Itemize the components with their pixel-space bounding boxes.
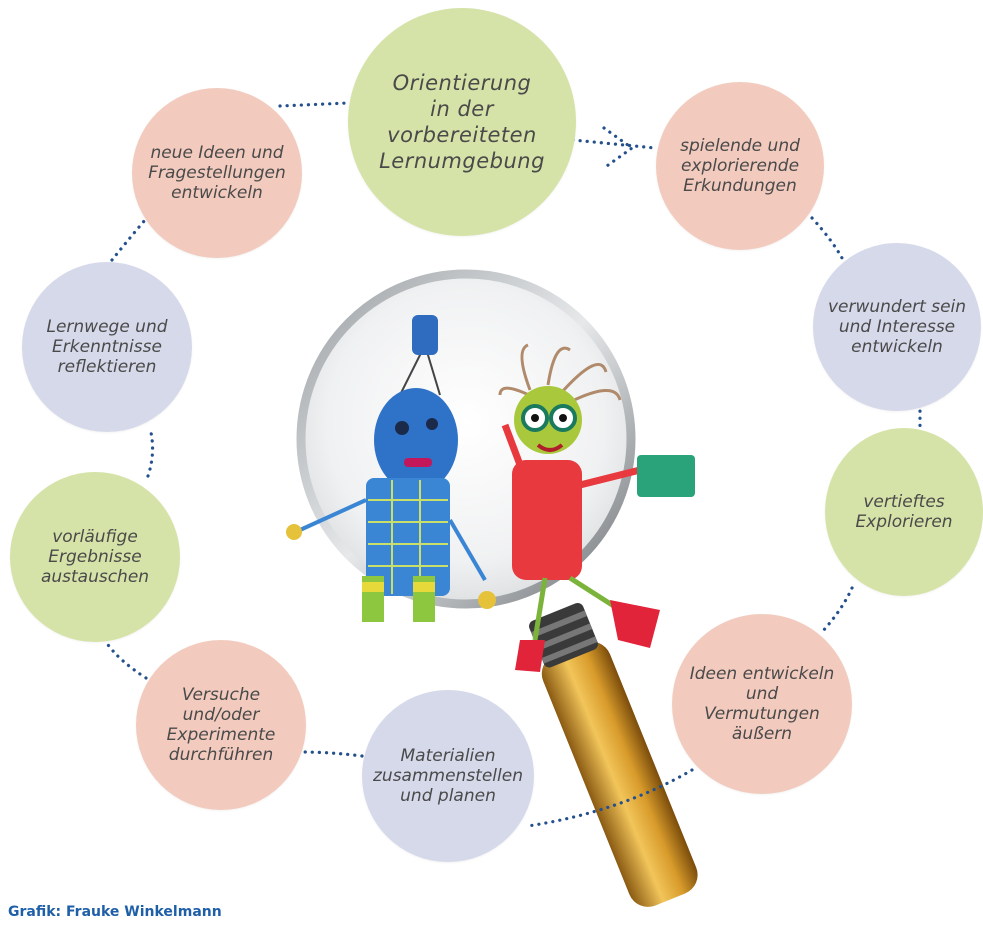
node-spielende-line: Erkundungen: [683, 176, 797, 197]
node-orientierung-line: Orientierung: [392, 70, 532, 95]
node-versuche-line: und/oder: [182, 704, 260, 725]
node-vertieftes: vertieftes Explorieren: [825, 428, 983, 596]
node-lernwege-line: Erkenntnisse: [52, 336, 162, 357]
node-neue-ideen-line: Fragestellungen: [148, 162, 286, 183]
node-lernwege: Lernwege und Erkenntnisse reflektieren: [22, 262, 192, 432]
node-orientierung-line: in der: [430, 96, 494, 121]
node-vertieftes-line: vertieftes: [863, 491, 945, 512]
magnifier-ring: [296, 269, 636, 609]
node-ideen: Ideen entwickeln und Vermutungen äußern: [672, 614, 852, 794]
node-vorlaeufige: vorläufige Ergebnisse austauschen: [10, 472, 180, 642]
node-vorlaeufige-line: Ergebnisse: [48, 546, 142, 567]
node-verwundert-line: entwickeln: [851, 337, 943, 358]
red-puppet-figure: [498, 343, 695, 672]
magnifier-handle: [529, 602, 698, 907]
node-orientierung: Orientierung in der vorbereiteten Lernum…: [348, 8, 576, 236]
node-spielende-line: explorierende: [680, 155, 800, 176]
node-versuche: Versuche und/oder Experimente durchführe…: [136, 640, 306, 810]
node-vorlaeufige-line: austauschen: [40, 567, 150, 588]
node-ideen-line: und: [745, 683, 779, 704]
node-materialien-line: Materialien: [400, 745, 496, 766]
blue-puppet-figure: [286, 315, 496, 622]
node-versuche-line: durchführen: [168, 745, 274, 766]
node-verwundert-line: verwundert sein: [827, 296, 967, 317]
node-ideen-line: Ideen entwickeln: [689, 663, 835, 684]
node-versuche-line: Versuche: [181, 684, 261, 705]
node-neue-ideen-line: neue Ideen und: [150, 142, 284, 163]
node-orientierung-line: vorbereiteten: [387, 123, 537, 147]
node-spielende: spielende und explorierende Erkundungen: [656, 82, 824, 250]
node-orientierung-line: Lernumgebung: [379, 149, 545, 174]
node-verwundert: verwundert sein und Interesse entwickeln: [813, 243, 981, 411]
node-versuche-line: Experimente: [166, 725, 276, 745]
node-lernwege-line: reflektieren: [57, 357, 157, 378]
node-materialien-line: zusammenstellen: [373, 765, 523, 786]
node-spielende-line: spielende und: [680, 135, 800, 156]
node-ideen-line: Vermutungen: [704, 704, 820, 724]
node-materialien: Materialien zusammenstellen und planen: [362, 690, 534, 862]
node-neue-ideen: neue Ideen und Fragestellungen entwickel…: [132, 88, 302, 258]
image-credit: Grafik: Frauke Winkelmann: [8, 904, 222, 920]
node-lernwege-line: Lernwege und: [46, 316, 168, 337]
node-neue-ideen-line: entwickeln: [171, 183, 263, 204]
node-verwundert-line: und Interesse: [838, 316, 956, 337]
node-vorlaeufige-line: vorläufige: [52, 526, 138, 547]
node-vertieftes-line: Explorieren: [855, 512, 953, 532]
node-ideen-line: äußern: [731, 724, 793, 745]
node-materialien-line: und planen: [400, 786, 496, 807]
